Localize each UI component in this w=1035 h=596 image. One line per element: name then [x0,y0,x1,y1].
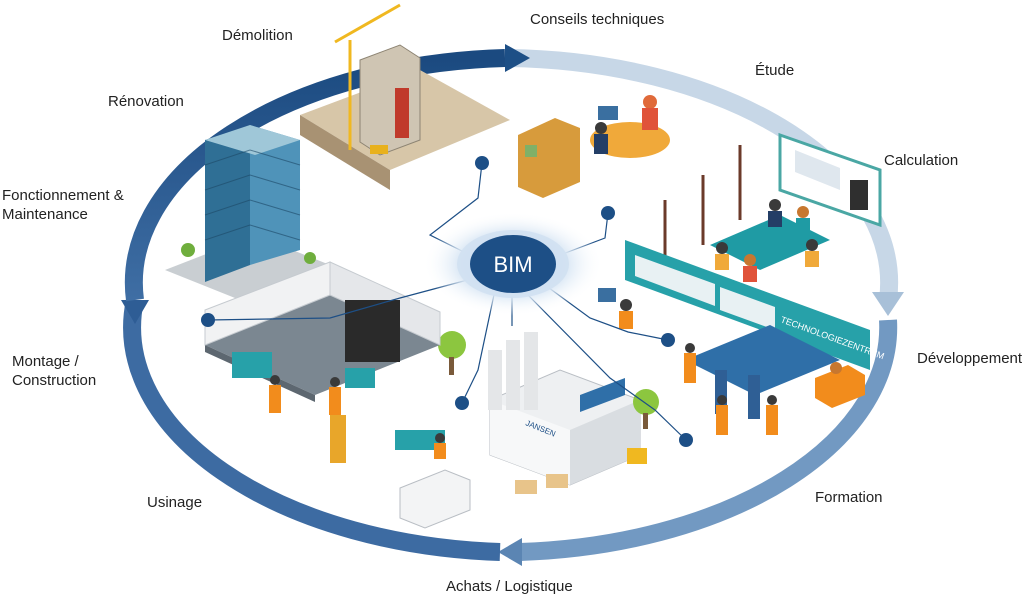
arrowhead-top [505,44,530,72]
calculation-scene [778,132,882,228]
arc-top-right [507,49,899,302]
node-techcenter [661,333,675,347]
arc-bottom-right [519,319,898,561]
label-developpement: Développement [917,350,1023,367]
arrowhead-bottom [498,538,522,566]
link-factory-b [527,294,687,441]
node-factory-a [455,396,469,410]
label-fonctionnement-maintenance: Fonctionnement & Maintenance [2,187,124,223]
label-usinage: Usinage [147,494,203,511]
factory-scene: JANSEN [395,331,659,529]
label-renovation: Rénovation [108,93,184,110]
label-demolition: Démolition [222,27,293,44]
bim-hub: BIM [423,212,603,316]
technology-center-scene: TECHNOLOGIEZENTRUM [598,240,886,435]
arc-bottom-left [123,298,501,561]
link-factory-a [461,289,496,404]
arrowhead-left [121,300,149,324]
hub-circle [470,235,556,293]
label-achats-logistique: Achats / Logistique [446,578,573,595]
arrowhead-right [872,292,904,316]
node-office [601,206,615,220]
machining-workshop-scene [204,261,441,463]
label-formation: Formation [815,489,883,506]
demolition-scene [300,3,510,190]
bim-nodes [201,156,693,447]
label-calculation: Calculation [884,152,959,169]
hub-label: BIM [493,252,532,277]
node-factory-b [679,433,693,447]
label-conseils-techniques: Conseils techniques [530,11,665,28]
renovation-building [165,125,330,300]
node-demolition [475,156,489,170]
node-workshop [201,313,215,327]
office-advisory-scene [518,95,670,198]
label-montage-construction: Montage / Construction [12,353,97,389]
label-etude: Étude [755,62,795,79]
